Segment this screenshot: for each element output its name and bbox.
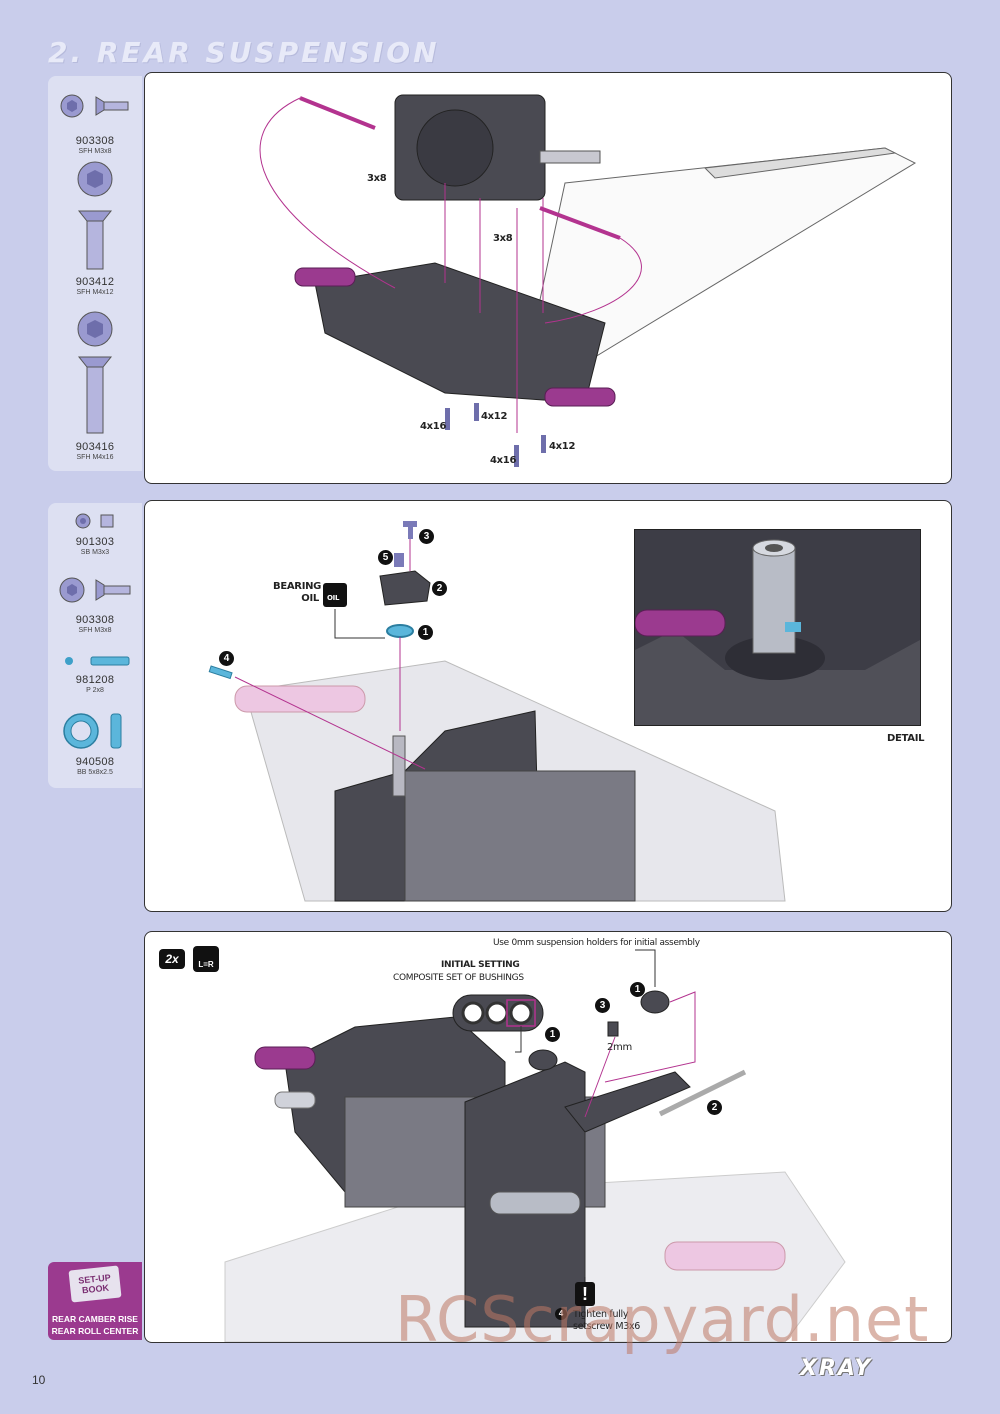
flat-head-screw-icon: [59, 577, 131, 603]
screw-label: 4x16: [490, 455, 517, 466]
part-desc: SFH M3x8: [78, 627, 112, 634]
callout-number: 3: [419, 529, 434, 544]
part-item: 903416 SFH M4x16: [48, 311, 142, 461]
screw-label: 3x8: [367, 173, 387, 184]
screw-label: 4x12: [481, 411, 508, 422]
part-item: 903308 SFH M3x8: [48, 86, 142, 155]
part-code: 940508: [75, 756, 115, 768]
part-desc: SFH M3x8: [78, 148, 112, 155]
composite-set-label: COMPOSITE SET OF BUSHINGS: [393, 973, 524, 983]
setup-line1: REAR CAMBER RISE: [52, 1314, 138, 1324]
part-item: 903308 SFH M3x8: [48, 573, 142, 634]
setup-book-badge: SET-UP BOOK REAR CAMBER RISE REAR ROLL C…: [48, 1262, 142, 1340]
part-desc: BB 5x8x2.5: [77, 769, 113, 776]
part-code: 901303: [75, 536, 115, 548]
callout-number: 1: [630, 982, 645, 997]
callout-number: 1: [545, 1027, 560, 1042]
part-desc: SFH M4x16: [76, 454, 114, 461]
bulkhead-assembly-drawing: [208, 521, 786, 902]
warning-text-line2: setscrew M3x6: [573, 1321, 641, 1332]
callout-number: 5: [378, 550, 393, 565]
rear-suspension-assembly-drawing: [259, 94, 917, 467]
part-code: 903416: [75, 441, 115, 453]
part-item: 940508 BB 5x8x2.5: [48, 711, 142, 776]
part-code: 981208: [75, 674, 115, 686]
warning-text-line1: Tighten fully: [573, 1309, 629, 1320]
part-desc: SFH M4x12: [76, 289, 114, 296]
callout-number: 3: [595, 998, 610, 1013]
step-box-1: 3x8 3x8 4x16 4x12 4x16 4x12: [144, 72, 952, 484]
part-item: 903412 SFH M4x12: [48, 161, 142, 296]
detail-label: DETAIL: [887, 733, 925, 744]
detail-image: [634, 529, 921, 726]
left-right-icon: L=R: [193, 946, 219, 972]
flat-head-screw-icon: [60, 94, 129, 118]
part-code: 903308: [75, 614, 115, 626]
size-2mm-label: 2mm: [607, 1042, 632, 1053]
part-code: 903308: [75, 135, 115, 147]
detail-drawing: [635, 530, 920, 725]
oil-icon: OIL: [327, 594, 340, 602]
warning-icon: !: [575, 1282, 595, 1306]
callout-number: 1: [418, 625, 433, 640]
initial-setting-label: INITIAL SETTING: [441, 960, 520, 970]
flat-head-screw-icon: [77, 161, 113, 270]
page-number: 10: [32, 1373, 46, 1387]
note-top: Use 0mm suspension holders for initial a…: [493, 938, 700, 948]
page-title: 2. REAR SUSPENSION: [48, 36, 440, 69]
screw-label: 3x8: [493, 233, 513, 244]
suspension-holder-assembly-drawing: [224, 949, 846, 1342]
setup-line2: REAR ROLL CENTER: [51, 1326, 139, 1336]
callout-number: 4: [555, 1308, 567, 1320]
bearing-oil-label: BEARING OIL: [273, 581, 322, 604]
flat-head-screw-icon: [77, 311, 113, 434]
step-box-2: BEARING OIL OIL 1 2 3 4 5 DETAIL: [144, 500, 952, 912]
watermark: RCScrapyard.net: [395, 1283, 930, 1356]
set-screw-icon: [75, 513, 114, 529]
parts-column-step1: 903308 SFH M3x8 903412 SFH M4x12 903416 …: [48, 76, 142, 471]
screw-label: 4x16: [420, 421, 447, 432]
setup-book-icon: SET-UP BOOK: [68, 1265, 122, 1303]
brand-logo: XRAY: [800, 1356, 873, 1381]
callout-number: 2: [432, 581, 447, 596]
multiplier-badge: 2x: [159, 949, 185, 969]
pin-icon: [65, 656, 130, 666]
step-box-3: 2x L=R Use 0mm suspension holders f: [144, 931, 952, 1343]
part-code: 903412: [75, 276, 115, 288]
callout-number: 2: [707, 1100, 722, 1115]
part-desc: P 2x8: [86, 687, 104, 694]
part-item: 901303 SB M3x3: [48, 511, 142, 556]
ball-bearing-icon: [63, 713, 122, 749]
callout-number: 4: [219, 651, 234, 666]
part-item: 981208 P 2x8: [48, 653, 142, 694]
parts-column-step2: 901303 SB M3x3 903308 SFH M3x8 981208 P …: [48, 503, 142, 788]
part-desc: SB M3x3: [80, 549, 110, 556]
screw-label: 4x12: [549, 441, 576, 452]
